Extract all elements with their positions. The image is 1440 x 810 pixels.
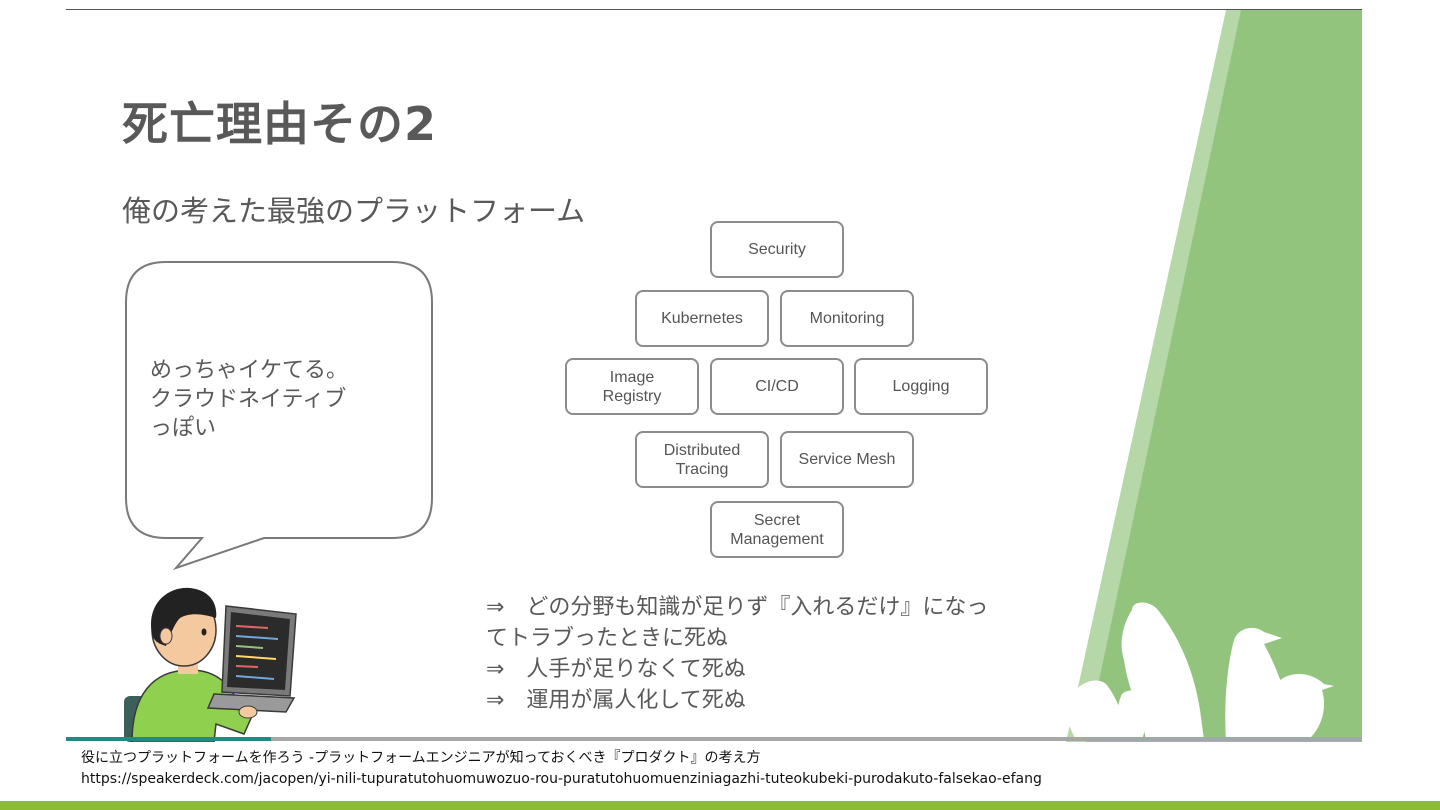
caption-title: 役に立つプラットフォームを作ろう -プラットフォームエンジニアが知っておくべき『… [81, 750, 761, 766]
green-stripe-decoration [1065, 10, 1362, 742]
component-cicd: CI/CD [710, 358, 844, 415]
component-security: Security [710, 221, 844, 278]
conclusion-line: ⇒ 人手が足りなくて死ぬ [486, 657, 746, 682]
conclusion-line: てトラブったときに死ぬ [486, 626, 729, 651]
slide-subtitle: 俺の考えた最強のプラットフォーム [122, 194, 586, 228]
bubble-line: めっちゃイケてる。 [150, 358, 349, 383]
bubble-line: クラウドネイティブ [150, 387, 347, 412]
caption-url[interactable]: https://speakerdeck.com/jacopen/yi-nili-… [81, 771, 1042, 787]
component-monitoring: Monitoring [780, 290, 914, 347]
component-image-registry: Image Registry [565, 358, 699, 415]
penguin-silhouettes [1065, 602, 1334, 740]
component-service-mesh: Service Mesh [780, 431, 914, 488]
conclusion-line: ⇒ 運用が属人化して死ぬ [486, 688, 746, 713]
speech-bubble [125, 261, 433, 571]
conclusion-text: ⇒ どの分野も知識が足りず『入れるだけ』になっ てトラブったときに死ぬ ⇒ 人手… [486, 592, 1026, 716]
slide-progress-fill [66, 737, 271, 741]
slide: 死亡理由その2 俺の考えた最強のプラットフォーム めっちゃイケてる。 クラウドネ… [66, 9, 1362, 742]
slide-title: 死亡理由その2 [122, 97, 438, 151]
bubble-line: っぽい [150, 416, 217, 441]
speech-bubble-text: めっちゃイケてる。 クラウドネイティブ っぽい [150, 356, 380, 443]
caption: 役に立つプラットフォームを作ろう -プラットフォームエンジニアが知っておくべき『… [81, 748, 1042, 790]
component-distributed-tracing: Distributed Tracing [635, 431, 769, 488]
component-kubernetes: Kubernetes [635, 290, 769, 347]
slide-progress-bar [66, 737, 1362, 741]
component-secret-management: Secret Management [710, 501, 844, 558]
person-at-laptop-illustration [124, 587, 297, 742]
conclusion-line: ⇒ どの分野も知識が足りず『入れるだけ』になっ [486, 595, 989, 620]
bottom-accent-bar [0, 801, 1440, 810]
component-logging: Logging [854, 358, 988, 415]
